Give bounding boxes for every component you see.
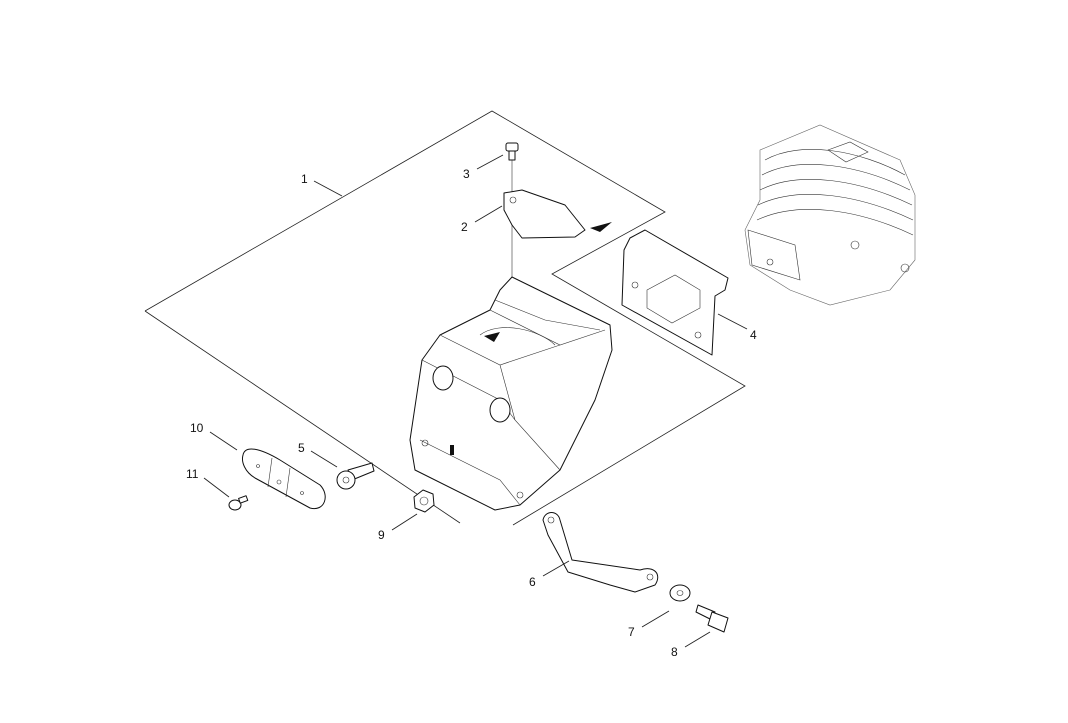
part-9-nut bbox=[413, 489, 435, 513]
leader-lines bbox=[203, 154, 748, 648]
cylinder-ghost bbox=[744, 124, 916, 306]
part-8-bolt bbox=[695, 604, 729, 633]
callout-2: 2 bbox=[461, 220, 468, 234]
callout-9: 9 bbox=[378, 528, 385, 542]
muffler-body bbox=[409, 276, 613, 511]
callout-3: 3 bbox=[463, 167, 470, 181]
callout-5: 5 bbox=[298, 441, 305, 455]
assembly-outline-1 bbox=[144, 110, 746, 526]
callout-6: 6 bbox=[529, 575, 536, 589]
callout-1: 1 bbox=[301, 172, 308, 186]
part-2-heat-shield bbox=[503, 189, 612, 239]
part-4-gasket-plate bbox=[621, 229, 729, 356]
callout-7: 7 bbox=[628, 625, 635, 639]
part-6-bracket bbox=[542, 512, 659, 593]
callout-8: 8 bbox=[671, 645, 678, 659]
part-11-screw bbox=[228, 495, 249, 511]
part-5-bolt bbox=[336, 462, 375, 490]
callout-10: 10 bbox=[190, 421, 204, 435]
callout-11: 11 bbox=[186, 467, 199, 481]
part-7-washer bbox=[669, 584, 691, 602]
part-10-plate bbox=[242, 448, 326, 510]
callout-4: 4 bbox=[750, 328, 757, 342]
